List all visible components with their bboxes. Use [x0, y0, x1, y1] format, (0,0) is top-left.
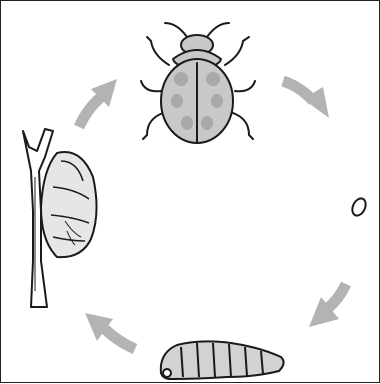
- pupa-icon: [23, 129, 97, 307]
- arrow-adult-to-egg: [283, 81, 329, 118]
- arrow-pupa-to-adult: [79, 79, 117, 127]
- larva-icon: [161, 341, 284, 379]
- arrow-larva-to-pupa: [85, 313, 135, 349]
- arrow-egg-to-larva: [309, 284, 346, 327]
- egg-icon: [350, 196, 368, 217]
- ladybug-beetle-icon: [141, 23, 255, 143]
